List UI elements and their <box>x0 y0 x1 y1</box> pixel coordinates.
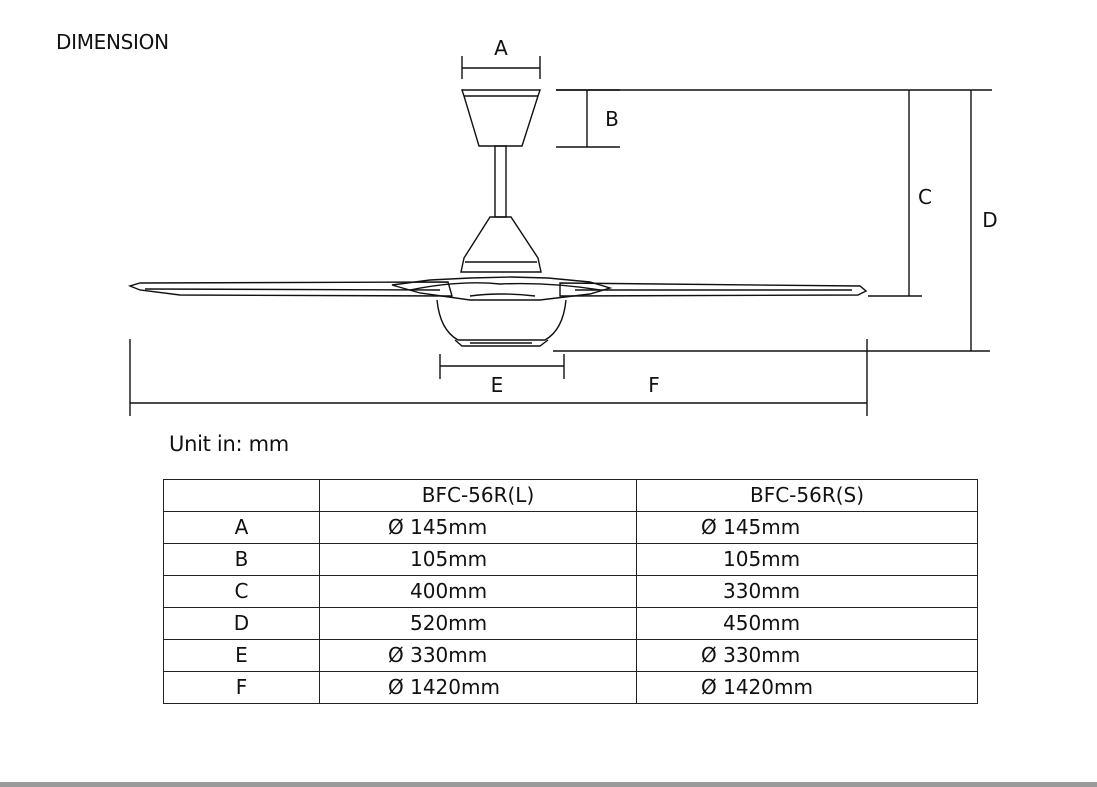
row-label: D <box>163 607 320 640</box>
table-row: F Ø 1420mm Ø 1420mm <box>163 671 978 704</box>
row-label: B <box>163 543 320 576</box>
row-label: C <box>163 575 320 608</box>
dimension-b: B <box>556 89 620 148</box>
cell-small: 105mm <box>636 543 978 576</box>
dimension-a: A <box>461 36 541 79</box>
unit-label: Unit in: mm <box>169 432 289 456</box>
fan-illustration <box>127 89 868 347</box>
dimension-c: C <box>868 90 932 297</box>
table-row: D 520mm 450mm <box>163 607 978 640</box>
cell-small: Ø 145mm <box>636 511 978 544</box>
cell-large: Ø 330mm <box>319 639 637 672</box>
fan-blade-left <box>127 281 453 297</box>
cell-small: 450mm <box>636 607 978 640</box>
dimension-f: F <box>129 339 868 416</box>
table-row: C 400mm 330mm <box>163 575 978 608</box>
label-b: B <box>605 107 619 131</box>
dimension-table: BFC-56R(L) BFC-56R(S) A Ø 145mm Ø 145mm … <box>163 479 978 704</box>
dimension-e: E <box>439 354 565 397</box>
label-a: A <box>494 36 508 60</box>
fan-dimension-diagram: A B C <box>127 36 998 416</box>
cell-large: 105mm <box>319 543 637 576</box>
label-c: C <box>918 185 932 209</box>
cell-small: Ø 1420mm <box>636 671 978 704</box>
row-label: F <box>163 671 320 704</box>
table-header-row: BFC-56R(L) BFC-56R(S) <box>163 479 978 512</box>
cell-small: 330mm <box>636 575 978 608</box>
table-row: A Ø 145mm Ø 145mm <box>163 511 978 544</box>
cell-large: 400mm <box>319 575 637 608</box>
cell-large: Ø 1420mm <box>319 671 637 704</box>
fan-blade-right <box>559 282 868 297</box>
fan-motor-cover <box>460 216 542 273</box>
column-header: BFC-56R(L) <box>319 479 637 512</box>
label-f: F <box>648 373 660 397</box>
fan-downrod <box>494 145 507 218</box>
column-header: BFC-56R(S) <box>636 479 978 512</box>
dimension-d: D <box>553 90 998 352</box>
footer-divider <box>0 782 1097 787</box>
cell-small: Ø 330mm <box>636 639 978 672</box>
fan-canopy <box>461 89 541 147</box>
page-title: DIMENSION <box>56 30 169 54</box>
label-e: E <box>491 373 504 397</box>
label-d: D <box>982 208 997 232</box>
row-label: A <box>163 511 320 544</box>
cell-large: Ø 145mm <box>319 511 637 544</box>
table-row: B 105mm 105mm <box>163 543 978 576</box>
fan-bowl <box>436 299 567 341</box>
column-header <box>163 479 320 512</box>
table-row: E Ø 330mm Ø 330mm <box>163 639 978 672</box>
row-label: E <box>163 639 320 672</box>
cell-large: 520mm <box>319 607 637 640</box>
